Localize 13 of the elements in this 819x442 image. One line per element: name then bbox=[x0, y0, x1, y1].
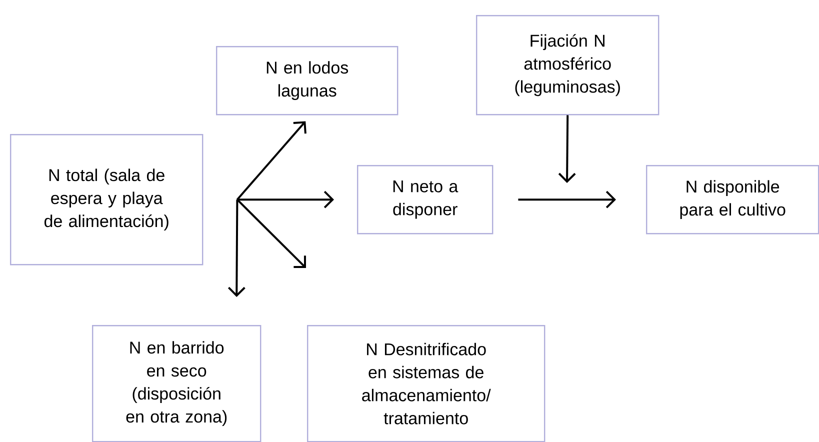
arrow bbox=[228, 200, 246, 297]
arrow bbox=[236, 121, 306, 200]
text-box: N total (sala de espera y playa de alimentación) bbox=[10, 134, 204, 266]
arrow bbox=[518, 190, 616, 208]
text-box: N en lodos lagunas bbox=[216, 46, 398, 116]
text-box: N en barrido en seco (disposición en otra zona) bbox=[92, 324, 262, 442]
text-box: N disponible para el cultivo bbox=[646, 165, 819, 234]
text-box: Fijación N atmosférico (leguminosas) bbox=[476, 15, 660, 116]
arrow bbox=[237, 190, 334, 208]
arrow bbox=[236, 198, 306, 268]
text-box: N neto a disponer bbox=[357, 165, 494, 234]
text-box: N Desnitrificado en sistemas de almacenamiento/ tratamiento bbox=[307, 324, 546, 442]
arrow bbox=[558, 115, 576, 183]
